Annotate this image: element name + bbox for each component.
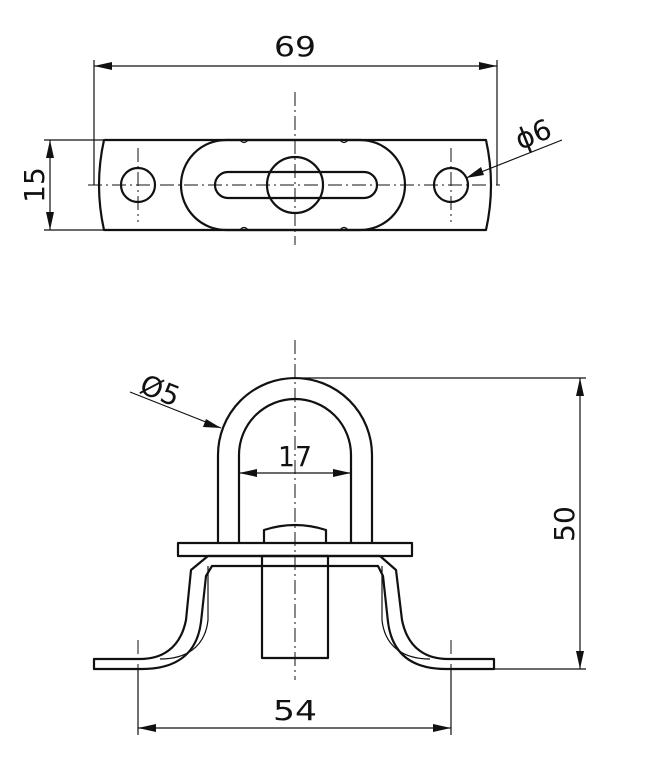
dimension-15-label: 15 (18, 167, 51, 203)
bracket-fold (381, 566, 431, 660)
arrowhead (46, 212, 54, 230)
nut-head (262, 523, 328, 545)
plate-outline (97, 138, 493, 232)
bracket-fold (159, 566, 209, 660)
center-slot (213, 170, 379, 200)
arrowhead (203, 419, 221, 428)
arrowhead (333, 469, 351, 477)
front-view: 17 Ø5 50 54 (92, 340, 586, 735)
oval-notch (239, 226, 249, 231)
oval-notch (339, 139, 349, 144)
arrowhead (239, 469, 257, 477)
dimension-69-label: 69 (274, 30, 316, 63)
arrowhead (94, 62, 112, 70)
dimension-17-label: 17 (278, 440, 312, 473)
arrowhead (479, 62, 497, 70)
arrowhead (138, 724, 156, 732)
dimension-54-label: 54 (273, 694, 317, 727)
arrowhead (576, 651, 584, 669)
arrowhead (433, 724, 451, 732)
dimension-wire-label: Ø5 (135, 368, 184, 414)
bracket-outer (92, 554, 496, 671)
arrowhead (46, 140, 54, 158)
top-view: 69 15 ϕ6 (18, 30, 563, 245)
arrowhead (466, 167, 484, 178)
embossed-oval (179, 138, 407, 232)
arrowhead (576, 378, 584, 396)
dimension-50-label: 50 (548, 506, 581, 542)
dimension-hole-label: ϕ6 (510, 112, 556, 156)
oval-notch (339, 226, 349, 231)
oval-notch (239, 139, 249, 144)
